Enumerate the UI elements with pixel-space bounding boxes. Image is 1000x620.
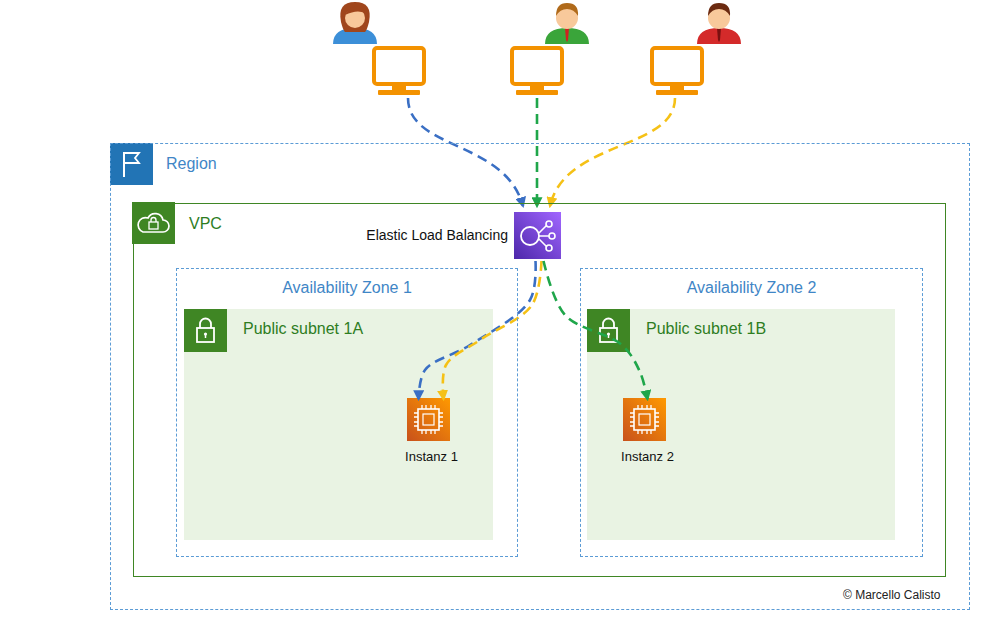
instance-node: Instanz 2 bbox=[626, 401, 669, 444]
region-icon bbox=[110, 143, 153, 185]
user-figure bbox=[652, 3, 741, 95]
region-title: Region bbox=[166, 154, 217, 173]
drawing-part bbox=[717, 28, 721, 42]
instance-label: Instanz 1 bbox=[405, 449, 458, 465]
subnet-title: Public subnet 1A bbox=[243, 319, 363, 338]
ec2-icon bbox=[407, 398, 450, 441]
drawing-part bbox=[124, 153, 139, 163]
drawing-part bbox=[549, 233, 555, 239]
drawing-part bbox=[514, 212, 561, 259]
drawing-part bbox=[374, 48, 424, 95]
drawing-part bbox=[539, 225, 549, 247]
vpc-title: VPC bbox=[189, 214, 222, 233]
availability-zone-box: Instanz 1 Public subnet 1A Availability Zo… bbox=[176, 268, 518, 557]
drawing-part bbox=[708, 3, 730, 16]
zone-title: Availability Zone 1 bbox=[177, 278, 517, 297]
drawing-part bbox=[565, 28, 569, 42]
drawing-part bbox=[110, 143, 153, 185]
user-figure bbox=[333, 2, 424, 95]
drawing-part bbox=[149, 222, 158, 229]
subnet-lock-icon bbox=[184, 309, 227, 352]
instance-label: Instanz 2 bbox=[621, 449, 674, 465]
subnet-box: Instanz 1 Public subnet 1A bbox=[187, 312, 496, 543]
elb-icon bbox=[514, 212, 561, 259]
drawing-part bbox=[132, 202, 175, 244]
vpc-box: Elastic Load BalancingInstanz 1 Public su… bbox=[133, 203, 946, 577]
subnet-box: Instanz 2 Public subnet 1B bbox=[590, 312, 898, 543]
drawing-part bbox=[697, 28, 741, 44]
copyright-note: © Marcello Calisto bbox=[843, 588, 941, 602]
drawing-part bbox=[138, 214, 169, 232]
drawing-part bbox=[340, 2, 369, 32]
drawing-part bbox=[345, 7, 365, 15]
traffic-connector bbox=[544, 261, 648, 399]
drawing-part bbox=[546, 245, 552, 251]
drawing-part bbox=[556, 3, 578, 16]
user-figure bbox=[512, 3, 589, 95]
subnet-title: Public subnet 1B bbox=[646, 319, 766, 338]
subnet-ground bbox=[587, 309, 895, 540]
load-balancer-label: Elastic Load Balancing bbox=[366, 227, 508, 244]
drawing-part bbox=[123, 152, 125, 177]
drawing-part bbox=[512, 48, 562, 95]
drawing-part bbox=[521, 227, 539, 245]
traffic-line bbox=[536, 98, 539, 206]
subnet-ground bbox=[184, 309, 493, 540]
traffic-connector bbox=[443, 261, 542, 399]
load-balancer-node: Elastic Load Balancing bbox=[516, 214, 563, 261]
drawing-part bbox=[652, 48, 702, 95]
region-box: Elastic Load BalancingInstanz 1 Public su… bbox=[110, 143, 970, 610]
vpc-icon bbox=[132, 202, 175, 244]
availability-zone-box: Instanz 2 Public subnet 1B Availability Zo… bbox=[580, 268, 923, 557]
traffic-connector bbox=[419, 261, 536, 399]
ec2-icon bbox=[623, 398, 666, 441]
zone-title: Availability Zone 2 bbox=[581, 278, 922, 297]
traffic-line bbox=[408, 98, 523, 206]
instance-node: Instanz 1 bbox=[410, 401, 453, 444]
drawing-part bbox=[545, 28, 589, 44]
drawing-part bbox=[546, 221, 552, 227]
traffic-line bbox=[550, 98, 675, 206]
subnet-lock-icon bbox=[587, 309, 630, 352]
drawing-part bbox=[151, 218, 156, 223]
